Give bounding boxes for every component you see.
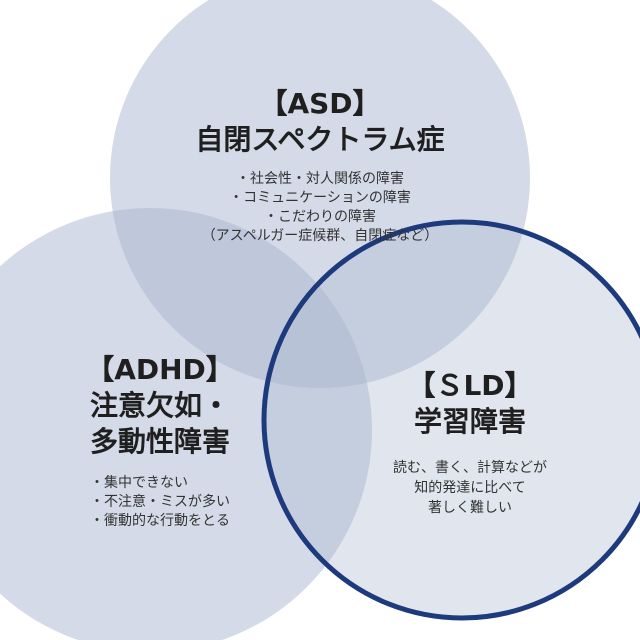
sld-label: 【ＳLD】 学習障害 読む、書く、計算などが 知的発達に比べて 著しく難しい [370, 368, 570, 518]
adhd-circle [0, 208, 372, 640]
list-item: （アスペルガー症候群、自閉症など） [201, 228, 439, 244]
adhd-heading: 【ADHD】 [86, 353, 234, 386]
list-item: ・集中できない [90, 475, 188, 491]
sld-heading: 【ＳLD】 [407, 369, 533, 402]
sld-circle [261, 219, 640, 621]
sld-description: 読む、書く、計算などが 知的発達に比べて 著しく難しい [370, 458, 570, 518]
asd-items: ・社会性・対人関係の障害 ・コミュニケーションの障害 ・こだわりの障害 （アスペ… [160, 170, 480, 246]
list-item: ・コミュニケーションの障害 [229, 190, 411, 206]
list-item: ・不注意・ミスが多い [90, 494, 230, 510]
list-item: ・こだわりの障害 [264, 209, 376, 225]
adhd-name-line1: 注意欠如・ [89, 389, 230, 422]
adhd-items: ・集中できない ・不注意・ミスが多い ・衝動的な行動をとる [90, 474, 230, 531]
asd-label: 【ASD】 自閉スペクトラム症 ・社会性・対人関係の障害 ・コミュニケーションの… [160, 86, 480, 246]
list-item: ・衝動的な行動をとる [90, 513, 230, 529]
adhd-name-line2: 多動性障害 [89, 425, 230, 458]
sld-desc-line1: 読む、書く、計算などが [393, 460, 547, 476]
sld-desc-line2: 知的発達に比べて [414, 480, 526, 496]
asd-name: 自閉スペクトラム症 [195, 123, 445, 156]
sld-name: 学習障害 [413, 405, 526, 438]
adhd-label: 【ADHD】 注意欠如・ 多動性障害 ・集中できない ・不注意・ミスが多い ・衝… [50, 352, 270, 531]
list-item: ・社会性・対人関係の障害 [236, 171, 404, 187]
sld-desc-line3: 著しく難しい [428, 500, 512, 516]
asd-heading: 【ASD】 [259, 87, 381, 120]
